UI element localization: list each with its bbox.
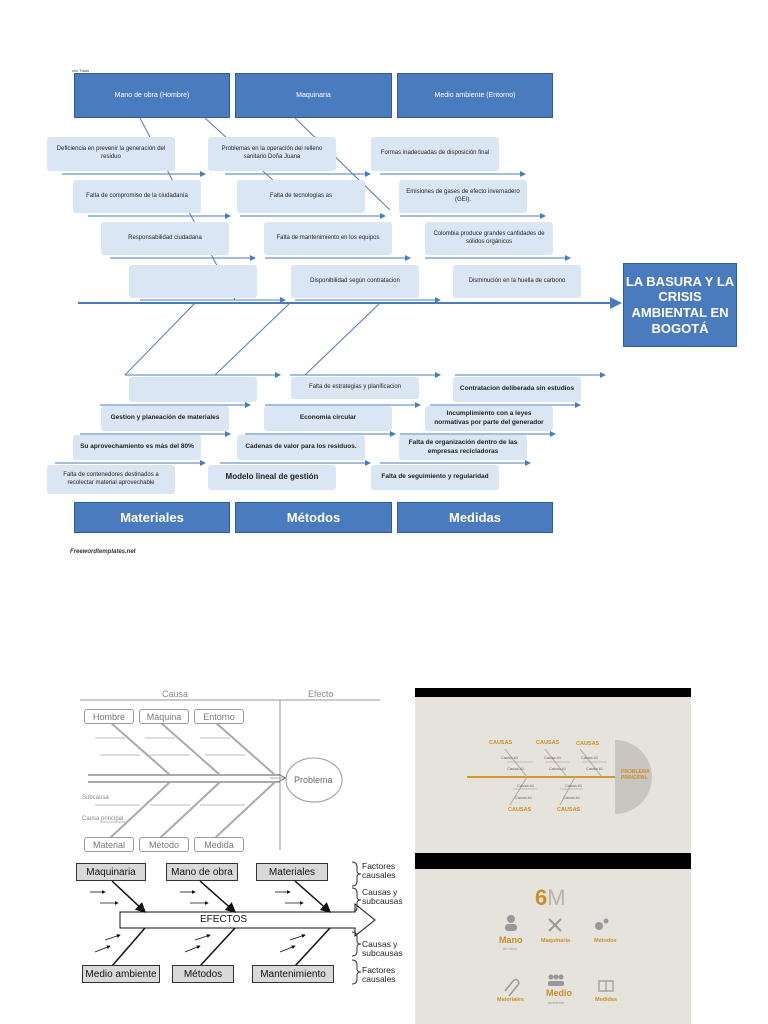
causa-item: Causa #1 bbox=[565, 783, 582, 788]
causas-label: CAUSAS bbox=[557, 807, 580, 813]
person-icon bbox=[505, 915, 517, 931]
gray-box-material: Material bbox=[84, 837, 134, 852]
item-mano-sub: de obra bbox=[503, 946, 517, 951]
causa-principal-label: Causa principal bbox=[82, 816, 123, 822]
box-metodos: Métodos bbox=[172, 965, 234, 983]
gears-icon bbox=[595, 919, 609, 931]
gray-box-medida: Medida bbox=[194, 837, 244, 852]
causa-item: Causa #1 bbox=[581, 755, 598, 760]
causas-label: CAUSAS bbox=[489, 740, 512, 746]
slide-1-top-bar bbox=[415, 688, 691, 697]
gray-box-entorno: Entorno bbox=[194, 709, 244, 724]
legend-factores-2: Factores causales bbox=[362, 966, 406, 984]
item-medidas: Medidas bbox=[595, 997, 617, 1003]
book-icon bbox=[599, 981, 613, 991]
causa-item: Causa #1 bbox=[501, 755, 518, 760]
causas-label: CAUSAS bbox=[576, 741, 599, 747]
causa-item: Causa #1 bbox=[563, 795, 580, 800]
slide-1: CAUSAS CAUSAS CAUSAS CAUSAS CAUSAS Causa… bbox=[415, 697, 691, 853]
causa-item: Causa #1 bbox=[549, 766, 566, 771]
problema-principal-label: PROBLEMA PRINCIPAL bbox=[621, 770, 657, 781]
causa-item: Causa #1 bbox=[517, 783, 534, 788]
gray-box-metodo: Método bbox=[139, 837, 189, 852]
box-maquinaria: Maquinaria bbox=[76, 863, 146, 881]
item-mano: Mano bbox=[499, 935, 523, 945]
paperclip-icon bbox=[505, 980, 519, 997]
legend-factores-1: Factores causales bbox=[362, 862, 406, 880]
box-materiales: Materiales bbox=[256, 863, 328, 881]
subcausa-label: Subcausa bbox=[82, 795, 109, 801]
box-mano-de-obra: Mano de obra bbox=[166, 863, 238, 881]
box-medio-ambiente: Medio ambiente bbox=[82, 965, 160, 983]
item-medio: Medio bbox=[546, 988, 572, 998]
efecto-label: Efecto bbox=[308, 689, 334, 699]
effects-label: EFECTOS bbox=[200, 914, 247, 925]
gray-box-hombre: Hombre bbox=[84, 709, 134, 724]
causa-item: Causa #1 bbox=[507, 766, 524, 771]
item-maquinaria: Maquinaria bbox=[541, 938, 570, 944]
problema-label: Problema bbox=[294, 775, 333, 785]
slide-2: 6M Mano de bbox=[415, 869, 691, 1024]
item-materiales: Materiales bbox=[497, 997, 524, 1003]
causa-item: Causa #1 bbox=[544, 755, 561, 760]
box-mantenimiento: Mantenimiento bbox=[252, 965, 334, 983]
item-metodos: Métodos bbox=[594, 938, 617, 944]
causas-label: CAUSAS bbox=[508, 807, 531, 813]
causas-label: CAUSAS bbox=[536, 740, 559, 746]
gray-box-maquina: Máquina bbox=[139, 709, 189, 724]
slide-2-top-bar bbox=[415, 853, 691, 869]
causa-item: Causa #1 bbox=[586, 766, 603, 771]
causa-label: Causa bbox=[162, 689, 188, 699]
legend-causas-2: Causas y subcausas bbox=[362, 940, 406, 958]
causa-item: Causa #1 bbox=[515, 795, 532, 800]
people-icon bbox=[548, 975, 564, 987]
tools-icon bbox=[549, 919, 561, 931]
item-medio-sub: ambiente bbox=[548, 1000, 564, 1005]
legend-causas-1: Causas y subcausas bbox=[362, 888, 406, 906]
